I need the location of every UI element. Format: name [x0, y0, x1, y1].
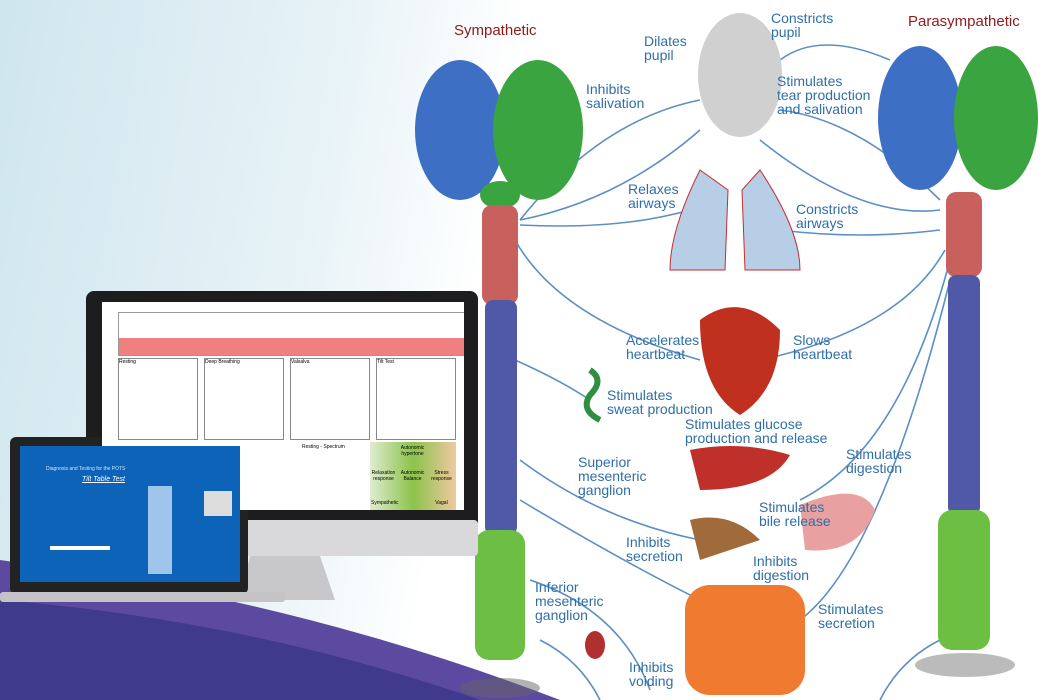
- face-illustration: [698, 13, 782, 137]
- label-digestion: Stimulates digestion: [846, 446, 912, 476]
- brain-right-hemisphere: [493, 60, 583, 200]
- zone-label: Sympathetic: [371, 500, 399, 506]
- label-dilates-pupil: Dilates pupil: [644, 33, 687, 63]
- panel-deep-breathing: Deep Breathing: [204, 358, 284, 440]
- heart-illustration: [700, 307, 780, 415]
- label-inhibits-voiding: Inhibits voiding: [629, 659, 674, 689]
- label-relaxes-airways: Relaxes airways: [628, 181, 679, 211]
- panel-valsalva: Valsalva: [290, 358, 370, 440]
- panel-tilt-test: Tilt Test: [376, 358, 456, 440]
- label-bile: Stimulates bile release: [759, 499, 831, 529]
- label-superior-ganglion: Superior mesenteric ganglion: [578, 454, 647, 498]
- equipment-illustration: [204, 491, 232, 516]
- brain-left-hemisphere: [878, 46, 962, 190]
- thoracic-spine: [948, 275, 980, 515]
- zone-label: Stress response: [431, 470, 452, 482]
- patient-illustration: [148, 486, 172, 574]
- lumbar-spine: [938, 510, 990, 650]
- tilt-table-illustration: [50, 496, 110, 550]
- spectrum-title: Resting - Spectrum: [302, 444, 345, 450]
- liver-illustration: [690, 446, 790, 490]
- hrv-waveform: [118, 312, 464, 356]
- label-glucose: Stimulates glucose production and releas…: [685, 416, 828, 446]
- brain-right-hemisphere: [954, 46, 1038, 190]
- laptop-test-title: Tilt Table Test: [82, 476, 125, 483]
- laptop-subtitle: Diagnosis and Testing for the POTS: [46, 466, 126, 472]
- zone-label: Relaxation response: [371, 470, 396, 482]
- lungs-illustration: [669, 169, 801, 271]
- panel-resting: Resting: [118, 358, 198, 440]
- thoracic-spine: [485, 300, 517, 535]
- cervical-spine: [946, 192, 982, 277]
- label-slows-heartbeat: Slows heartbeat: [793, 332, 853, 362]
- label-stimulates-tear: Stimulates tear production and salivatio…: [777, 73, 871, 117]
- label-accelerates-heartbeat: Accelerates heartbeat: [626, 332, 700, 362]
- cervical-spine: [482, 205, 518, 305]
- kidney-illustration: [585, 631, 605, 659]
- bottom-wave-dark: [0, 600, 480, 700]
- label-inhibits-digestion: Inhibits digestion: [753, 553, 810, 583]
- lumbar-spine: [475, 530, 525, 660]
- label-sweat: Stimulates sweat production: [607, 387, 713, 417]
- zone-label: Vagal: [435, 500, 448, 506]
- label-inhibits-secretion: Inhibits secretion: [626, 534, 683, 564]
- monitor-screen: Resting Deep Breathing Valsalva Tilt Tes…: [102, 302, 464, 510]
- autonomic-balance-chart: Autonomic hypertone Relaxation response …: [370, 442, 456, 510]
- label-inferior-ganglion: Inferior mesenteric ganglion: [535, 579, 604, 623]
- brain-left-hemisphere: [415, 60, 505, 200]
- zone-label: Autonomic Balance: [400, 470, 425, 482]
- label-constricts-airways: Constricts airways: [796, 201, 859, 231]
- plot-panels: Resting Deep Breathing Valsalva Tilt Tes…: [118, 358, 456, 440]
- stomach-illustration: [800, 493, 875, 551]
- label-constricts-pupil: Constricts pupil: [771, 10, 834, 40]
- nerve-lines: [514, 44, 951, 700]
- heading-sympathetic: Sympathetic: [454, 22, 537, 39]
- intestines-illustration: [685, 585, 805, 695]
- zone-label: Autonomic hypertone: [400, 445, 425, 457]
- sweat-gland-illustration: [583, 367, 602, 423]
- label-stimulates-secretion: Stimulates secretion: [818, 601, 884, 631]
- heading-parasympathetic: Parasympathetic: [908, 13, 1020, 30]
- pancreas-illustration: [690, 517, 760, 560]
- label-inhibits-salivation: Inhibits salivation: [586, 81, 645, 111]
- laptop-screen: Diagnosis and Testing for the POTS Tilt …: [20, 446, 240, 582]
